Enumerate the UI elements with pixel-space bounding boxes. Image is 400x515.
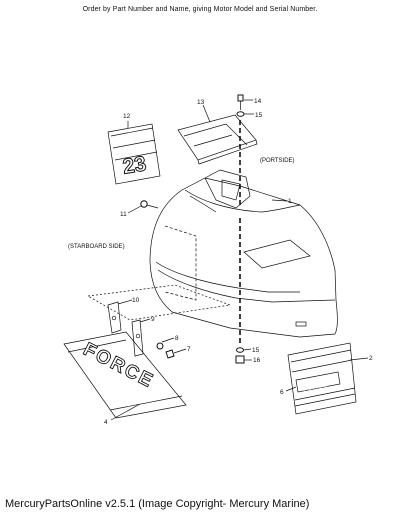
callout-15-bottom: 15 <box>252 347 260 354</box>
washer-and-nut-bottom <box>235 347 245 364</box>
side-decal-part: FORCE <box>63 331 187 419</box>
callout-10: 10 <box>132 297 140 304</box>
callout-14: 14 <box>254 98 262 105</box>
copyright-footer: MercuryPartsOnline v2.5.1 (Image Copyrig… <box>5 498 310 510</box>
bracket-assembly <box>86 284 231 359</box>
cover-plate-part <box>177 114 258 165</box>
callout-4: 4 <box>104 419 108 426</box>
starboard-side-label: (STARBOARD SIDE) <box>68 244 125 250</box>
screw-part <box>140 200 159 209</box>
number-decal-text: 23 <box>121 152 148 178</box>
callout-13: 13 <box>197 99 205 106</box>
callout-2: 2 <box>369 355 373 362</box>
portside-label: (PORTSIDE) <box>260 158 295 164</box>
side-panel-decal-part: FORCE <box>287 342 357 415</box>
callout-9: 9 <box>151 316 155 323</box>
callout-1: 1 <box>288 198 292 205</box>
callout-16: 16 <box>253 357 261 364</box>
callout-6: 6 <box>280 389 284 396</box>
order-instructions: Order by Part Number and Name, giving Mo… <box>82 6 318 13</box>
number-decal-part: 23 <box>107 123 161 185</box>
callout-7: 7 <box>187 346 191 353</box>
callout-15-top: 15 <box>255 112 263 119</box>
top-cowl-part <box>149 169 338 338</box>
callout-11: 11 <box>120 211 127 218</box>
small-decal-text: FORCE <box>302 381 328 393</box>
bolt-and-washer-top <box>236 94 245 117</box>
callout-12: 12 <box>123 113 131 120</box>
callout-8: 8 <box>175 335 179 342</box>
side-decal-text: FORCE <box>80 339 158 392</box>
leader-lines <box>110 99 369 421</box>
